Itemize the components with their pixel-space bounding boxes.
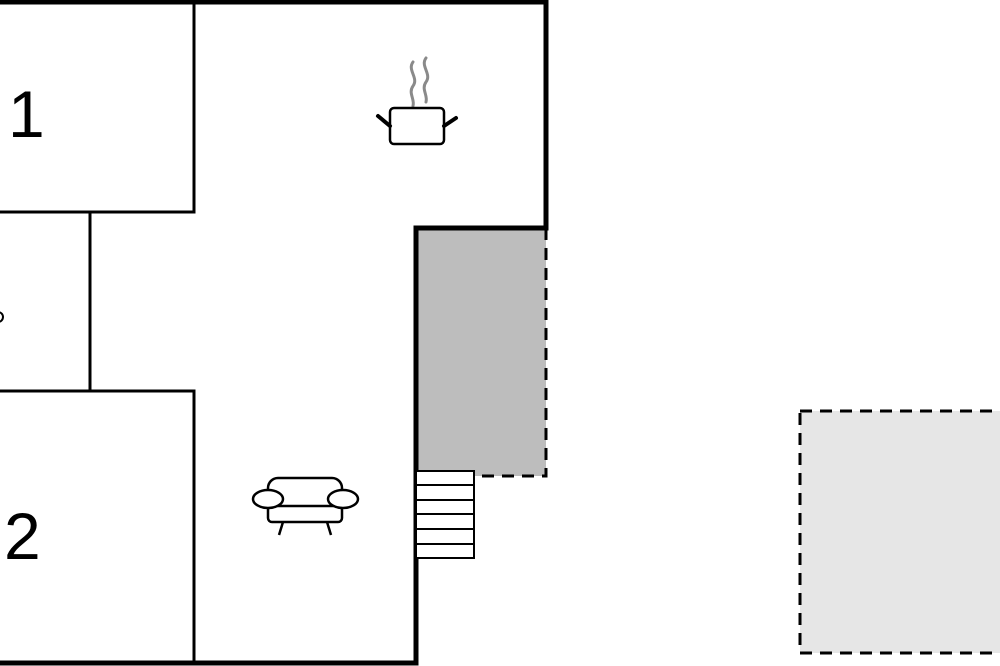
room-2: 2 [0, 389, 196, 663]
terrace-dashed-edge [476, 228, 548, 478]
room-1-label: 1 [8, 77, 45, 151]
room-1-wall [0, 2, 196, 214]
room-2-wall [0, 389, 196, 663]
outer-wall [0, 0, 549, 666]
stairs-icon [415, 470, 475, 559]
door-arc [0, 311, 4, 323]
cooking-pot-icon [376, 56, 458, 146]
sofa-icon [251, 476, 360, 536]
room-2-label: 2 [4, 499, 41, 573]
room-1: 1 [0, 2, 196, 214]
outdoor-area [798, 409, 1000, 655]
covered-terrace [416, 228, 546, 476]
